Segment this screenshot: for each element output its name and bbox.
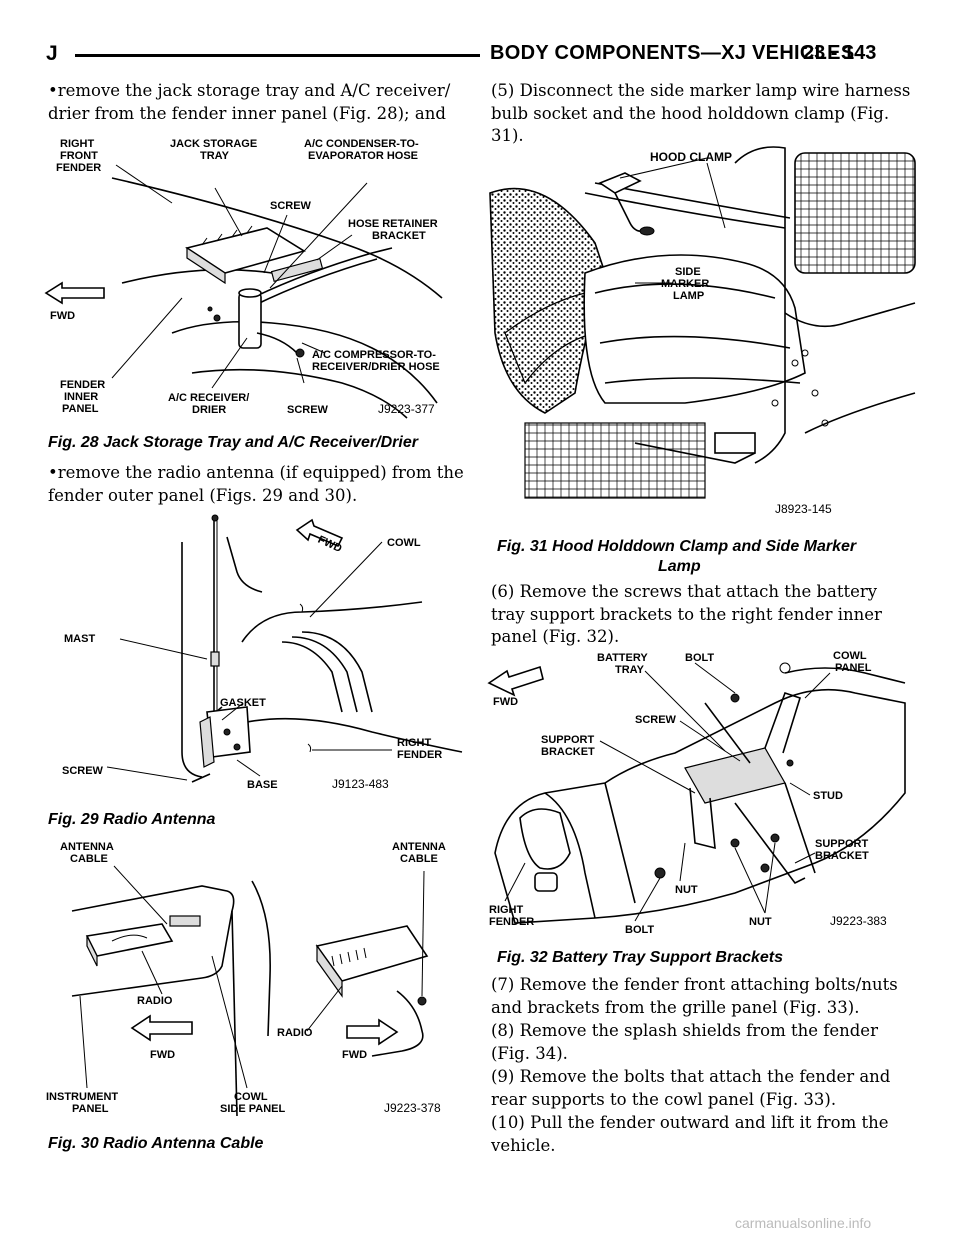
label-ac-condenser-hose-1: A/C CONDENSER-TO-: [304, 138, 419, 150]
label-ac-compressor-hose-2: RECEIVER/DRIER HOSE: [312, 361, 440, 373]
label-screw: SCREW: [635, 714, 677, 726]
section-letter: J: [46, 42, 58, 65]
watermark-text: carmanualsonline.info: [735, 1215, 872, 1231]
label-antenna-cable-right-1: ANTENNA: [392, 841, 446, 853]
label-ac-condenser-hose-2: EVAPORATOR HOSE: [308, 150, 418, 162]
label-instrument-panel-1: INSTRUMENT: [46, 1091, 118, 1103]
figure-32-battery-tray-brackets: BATTERY TRAY BOLT COWL PANEL FWD SCREW S…: [487, 650, 906, 936]
label-ac-receiver-1: A/C RECEIVER/: [168, 392, 249, 404]
figure-code: J9123-483: [332, 777, 389, 791]
figure-31-caption-line-1: Fig. 31 Hood Holddown Clamp and Side Mar…: [497, 538, 857, 555]
step-6-text: (6) Remove the screws that attach the ba…: [491, 582, 882, 646]
label-cowl-panel-1: COWL: [833, 650, 867, 662]
step-9-text: (9) Remove the bolts that attach the fen…: [491, 1067, 891, 1109]
step-10-text: (10) Pull the fender outward and lift it…: [491, 1113, 889, 1155]
label-right-fender-2: FENDER: [397, 749, 442, 761]
label-ac-receiver-2: DRIER: [192, 404, 226, 416]
label-support-bracket-right-1: SUPPORT: [815, 838, 868, 850]
label-bolt-top: BOLT: [685, 652, 714, 664]
header-rule: [75, 54, 480, 57]
label-base: BASE: [247, 779, 278, 791]
label-side-marker-lamp-1: SIDE: [675, 266, 701, 278]
label-nut-left: NUT: [675, 884, 698, 896]
label-fwd: FWD: [493, 696, 518, 708]
label-instrument-panel-2: PANEL: [72, 1103, 109, 1115]
label-jack-storage-tray-1: JACK STORAGE: [170, 138, 257, 150]
label-right-fender-1: RIGHT: [489, 904, 524, 916]
label-right-front-fender-1: RIGHT: [60, 138, 95, 150]
label-side-marker-lamp-2: MARKER: [661, 278, 709, 290]
label-jack-storage-tray-2: TRAY: [200, 150, 230, 162]
label-cowl: COWL: [387, 537, 421, 549]
label-battery-tray-1: BATTERY: [597, 652, 648, 664]
label-cowl-side-panel-1: COWL: [234, 1091, 268, 1103]
label-ac-compressor-hose-1: A/C COMPRESSOR-TO-: [312, 349, 436, 361]
label-nut-right: NUT: [749, 916, 772, 928]
label-hood-clamp: HOOD CLAMP: [650, 150, 732, 164]
figure-31-caption-line-2: Lamp: [658, 558, 701, 575]
figure-28-caption: Fig. 28 Jack Storage Tray and A/C Receiv…: [48, 434, 418, 451]
label-mast: MAST: [64, 633, 95, 645]
figure-29-radio-antenna: FWD COWL MAST GASKET RIGHT FENDER SCREW …: [62, 514, 463, 791]
label-radio-left: RADIO: [137, 995, 173, 1007]
label-cowl-side-panel-2: SIDE PANEL: [220, 1103, 285, 1115]
figure-31-hood-clamp-side-marker: HOOD CLAMP SIDE MARKER LAMP J8923-145: [489, 146, 916, 516]
label-cowl-panel-2: PANEL: [835, 662, 872, 674]
page-number: 23 - 143: [803, 42, 877, 64]
label-antenna-cable-left-1: ANTENNA: [60, 841, 114, 853]
label-screw-bottom: SCREW: [287, 404, 329, 416]
label-hose-retainer-1: HOSE RETAINER: [348, 218, 438, 230]
label-battery-tray-2: TRAY: [615, 664, 645, 676]
label-support-bracket-right-2: BRACKET: [815, 850, 869, 862]
label-fwd-right: FWD: [342, 1049, 367, 1061]
step-8-text: (8) Remove the splash shields from the f…: [491, 1021, 878, 1063]
label-right-front-fender-3: FENDER: [56, 162, 101, 174]
label-fwd-left: FWD: [150, 1049, 175, 1061]
label-radio-right: RADIO: [277, 1027, 313, 1039]
figure-code: J9223-377: [378, 402, 435, 416]
step-bullet-jack-tray: •remove the jack storage tray and A/C re…: [48, 81, 451, 123]
step-7-text: (7) Remove the fender front attaching bo…: [491, 975, 898, 1017]
figure-28-jack-storage-tray: RIGHT FRONT FENDER JACK STORAGE TRAY A/C…: [44, 138, 443, 419]
label-bolt-bottom: BOLT: [625, 924, 654, 936]
label-right-fender-1: RIGHT: [397, 737, 432, 749]
figure-code: J9223-378: [384, 1101, 441, 1115]
label-antenna-cable-right-2: CABLE: [400, 853, 438, 865]
figure-32-caption: Fig. 32 Battery Tray Support Brackets: [497, 949, 784, 966]
figure-code: J8923-145: [775, 502, 832, 516]
label-fender-inner-3: PANEL: [62, 403, 99, 415]
label-side-marker-lamp-3: LAMP: [673, 290, 704, 302]
step-5-text: (5) Disconnect the side marker lamp wire…: [491, 81, 911, 145]
label-fwd: FWD: [50, 310, 75, 322]
label-antenna-cable-left-2: CABLE: [70, 853, 108, 865]
figure-30-caption: Fig. 30 Radio Antenna Cable: [48, 1135, 264, 1152]
figure-29-caption: Fig. 29 Radio Antenna: [48, 811, 216, 828]
step-bullet-radio-antenna: •remove the radio antenna (if equipped) …: [48, 463, 464, 505]
label-fender-inner-2: INNER: [64, 391, 98, 403]
figure-code: J9223-383: [830, 914, 887, 928]
label-gasket: GASKET: [220, 697, 266, 709]
label-stud: STUD: [813, 790, 843, 802]
label-hose-retainer-2: BRACKET: [372, 230, 426, 242]
label-right-front-fender-2: FRONT: [60, 150, 98, 162]
label-fender-inner-1: FENDER: [60, 379, 105, 391]
label-screw-top: SCREW: [270, 200, 312, 212]
label-support-bracket-left-1: SUPPORT: [541, 734, 594, 746]
label-right-fender-2: FENDER: [489, 916, 534, 928]
label-screw: SCREW: [62, 765, 104, 777]
figure-30-radio-antenna-cable: ANTENNA CABLE ANTENNA CABLE RADIO RADIO …: [46, 841, 446, 1117]
page-header-title: BODY COMPONENTS—XJ VEHICLES: [490, 42, 855, 64]
label-support-bracket-left-2: BRACKET: [541, 746, 595, 758]
